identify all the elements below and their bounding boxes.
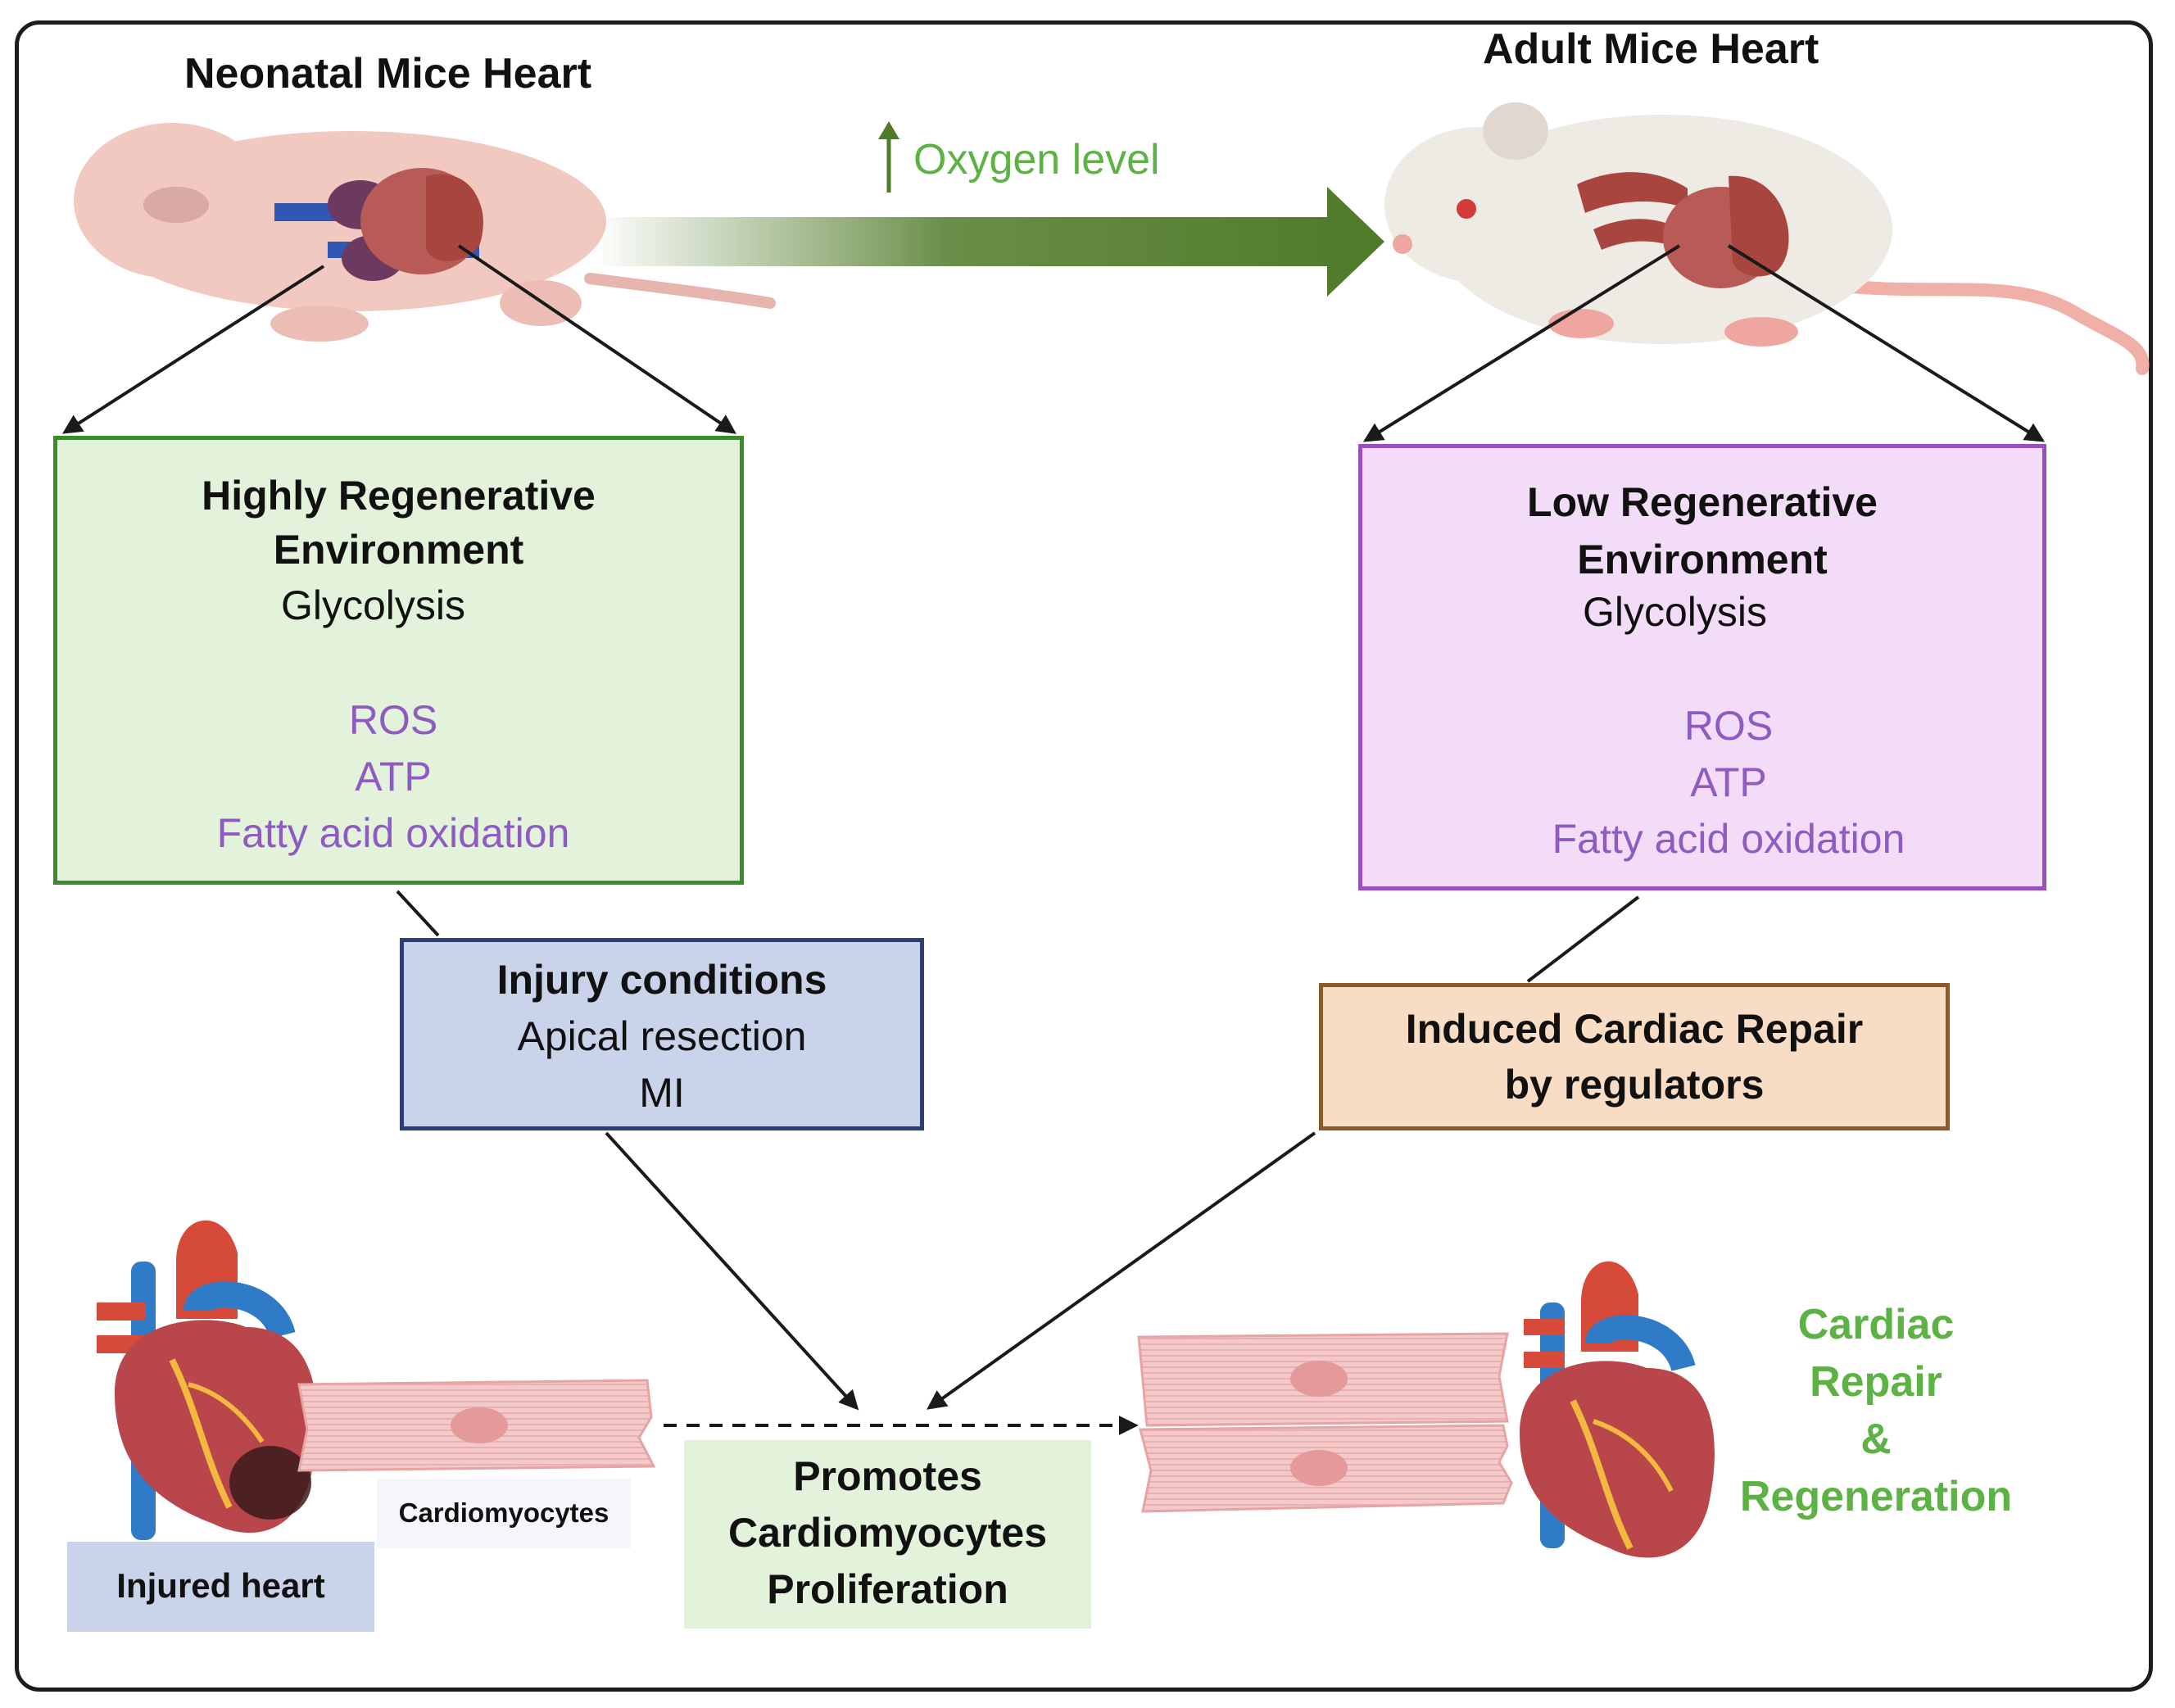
neonatal-mouse-illustration <box>74 123 776 342</box>
injury-apical-resection: Apical resection <box>517 1013 807 1059</box>
low-title-line1: Low Regenerative <box>1527 479 1878 525</box>
outcome-line2: Repair <box>1810 1358 1942 1406</box>
induced-repair-line1: Induced Cardiac Repair <box>1405 1006 1864 1052</box>
injured-heart-illustration <box>97 1220 318 1540</box>
injury-mi: MI <box>639 1070 685 1116</box>
induced-repair-text: Induced Cardiac Repair by regulators <box>1319 1001 1950 1112</box>
healthy-heart-illustration <box>1520 1261 1715 1558</box>
proliferated-cardiomyocytes <box>1137 1332 1513 1513</box>
high-atp-label: ATP <box>355 754 432 800</box>
injury-conditions-text: Injury conditions Apical resection MI <box>400 952 924 1121</box>
low-ros-label: ROS <box>1683 703 1774 749</box>
high-title-line2: Environment <box>273 527 524 573</box>
connector-arrows <box>61 244 2046 1435</box>
cardiomyocyte-cell <box>297 1379 656 1472</box>
oxygen-level-label: Oxygen level <box>913 136 1160 183</box>
injury-conditions-box <box>400 938 924 1130</box>
outcome-line4: Regeneration <box>1739 1473 2013 1520</box>
induced-repair-line2: by regulators <box>1504 1062 1765 1108</box>
low-metabolites-list: ROS ATP Fatty acid oxidation <box>1442 698 2015 868</box>
low-fao-label: Fatty acid oxidation <box>1552 816 1905 862</box>
high-ros-label: ROS <box>348 697 438 743</box>
highly-regenerative-box <box>53 436 744 885</box>
neonatal-heart-title: Neonatal Mice Heart <box>184 50 592 97</box>
injured-heart-label-box <box>67 1542 374 1632</box>
high-title-line1: Highly Regenerative <box>202 473 596 519</box>
promote-line1: Promotes <box>793 1453 982 1499</box>
oxygen-arrow <box>594 121 1384 297</box>
cardiomyocytes-label: Cardiomyocytes <box>398 1497 609 1528</box>
low-title-line2: Environment <box>1577 537 1828 582</box>
induced-repair-box <box>1319 983 1950 1130</box>
promotes-proliferation-text: Promotes Cardiomyocytes Proliferation <box>684 1448 1091 1618</box>
adult-mouse-illustration <box>1384 102 2150 375</box>
cardiomyocytes-label-box <box>377 1479 631 1548</box>
promote-line2: Cardiomyocytes <box>727 1510 1048 1556</box>
promotes-proliferation-box <box>684 1440 1091 1629</box>
cardiac-repair-outcome: Cardiac Repair & Regeneration <box>1704 1296 2048 1525</box>
highly-regenerative-title: Highly Regenerative Environment <box>53 469 744 577</box>
injured-heart-label: Injured heart <box>116 1566 325 1605</box>
low-atp-label: ATP <box>1690 759 1767 805</box>
high-fao-label: Fatty acid oxidation <box>216 810 570 856</box>
low-glycolysis-label: Glycolysis <box>1583 589 1768 635</box>
promote-line3: Proliferation <box>767 1566 1008 1612</box>
high-metabolites-list: ROS ATP Fatty acid oxidation <box>90 692 696 862</box>
outcome-line1: Cardiac <box>1797 1301 1955 1348</box>
outcome-line3: & <box>1860 1416 1892 1463</box>
injury-title: Injury conditions <box>496 957 827 1003</box>
low-regenerative-box <box>1358 444 2046 890</box>
high-glycolysis-label: Glycolysis <box>281 582 466 628</box>
figure-frame <box>15 20 2153 1692</box>
adult-heart-title: Adult Mice Heart <box>1483 25 1819 73</box>
low-regenerative-title: Low Regenerative Environment <box>1358 473 2046 588</box>
